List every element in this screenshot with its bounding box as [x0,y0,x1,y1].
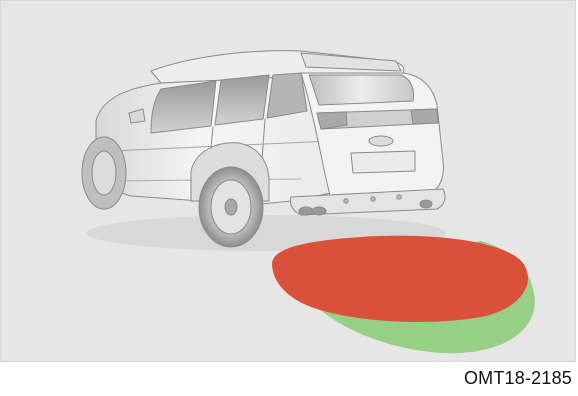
illustration-panel [0,0,576,362]
vehicle-sensor-illustration [1,1,577,363]
near-detection-zone [272,236,528,322]
figure-code-label: OMT18-2185 [464,368,572,389]
